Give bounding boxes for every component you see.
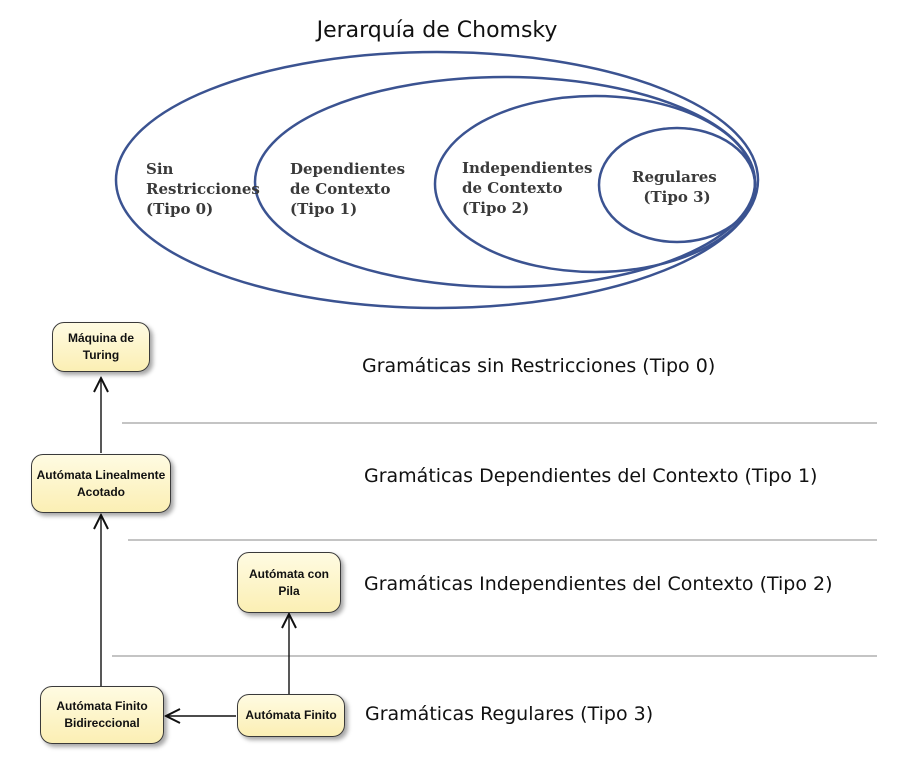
ellipse-text: Restricciones	[146, 180, 260, 198]
ellipse-text: Regulares	[632, 168, 717, 186]
level-label-type2: Gramáticas Independientes del Contexto (…	[364, 573, 833, 595]
finite-automaton-box: Autómata Finito	[237, 694, 345, 737]
ellipse-label-type3: Regulares (Tipo 3)	[632, 168, 722, 206]
ellipse-label-type2: Independientes de Contexto (Tipo 2)	[462, 159, 598, 217]
ellipse-label-type0: Sin Restricciones (Tipo 0)	[146, 160, 265, 218]
two-way-finite-automaton-box: Autómata Finito Bidireccional	[40, 686, 164, 744]
turing-machine-box: Máquina de Turing	[52, 322, 150, 372]
ellipse-text: Sin	[146, 160, 174, 178]
linear-bounded-automaton-box: Autómata Linealmente Acotado	[31, 454, 171, 513]
ellipse-label-type1: Dependientes de Contexto (Tipo 1)	[290, 160, 410, 218]
ellipse-type3	[597, 126, 757, 244]
ellipse-text: Dependientes	[290, 160, 405, 178]
ellipse-type0	[114, 50, 760, 310]
ellipse-text: (Tipo 2)	[462, 199, 529, 217]
ellipse-text: de Contexto	[462, 179, 562, 197]
ellipse-text: Independientes	[462, 159, 592, 177]
ellipse-text: (Tipo 3)	[643, 188, 710, 206]
level-label-type1: Gramáticas Dependientes del Contexto (Ti…	[364, 465, 818, 487]
ellipse-text: de Contexto	[290, 180, 390, 198]
level-label-type0: Gramáticas sin Restricciones (Tipo 0)	[362, 355, 716, 377]
diagram-title: Jerarquía de Chomsky	[316, 18, 558, 43]
ellipse-text: (Tipo 0)	[146, 200, 213, 218]
level-label-type3: Gramáticas Regulares (Tipo 3)	[365, 703, 654, 725]
ellipse-text: (Tipo 1)	[290, 200, 357, 218]
pushdown-automaton-box: Autómata con Pila	[237, 552, 341, 613]
